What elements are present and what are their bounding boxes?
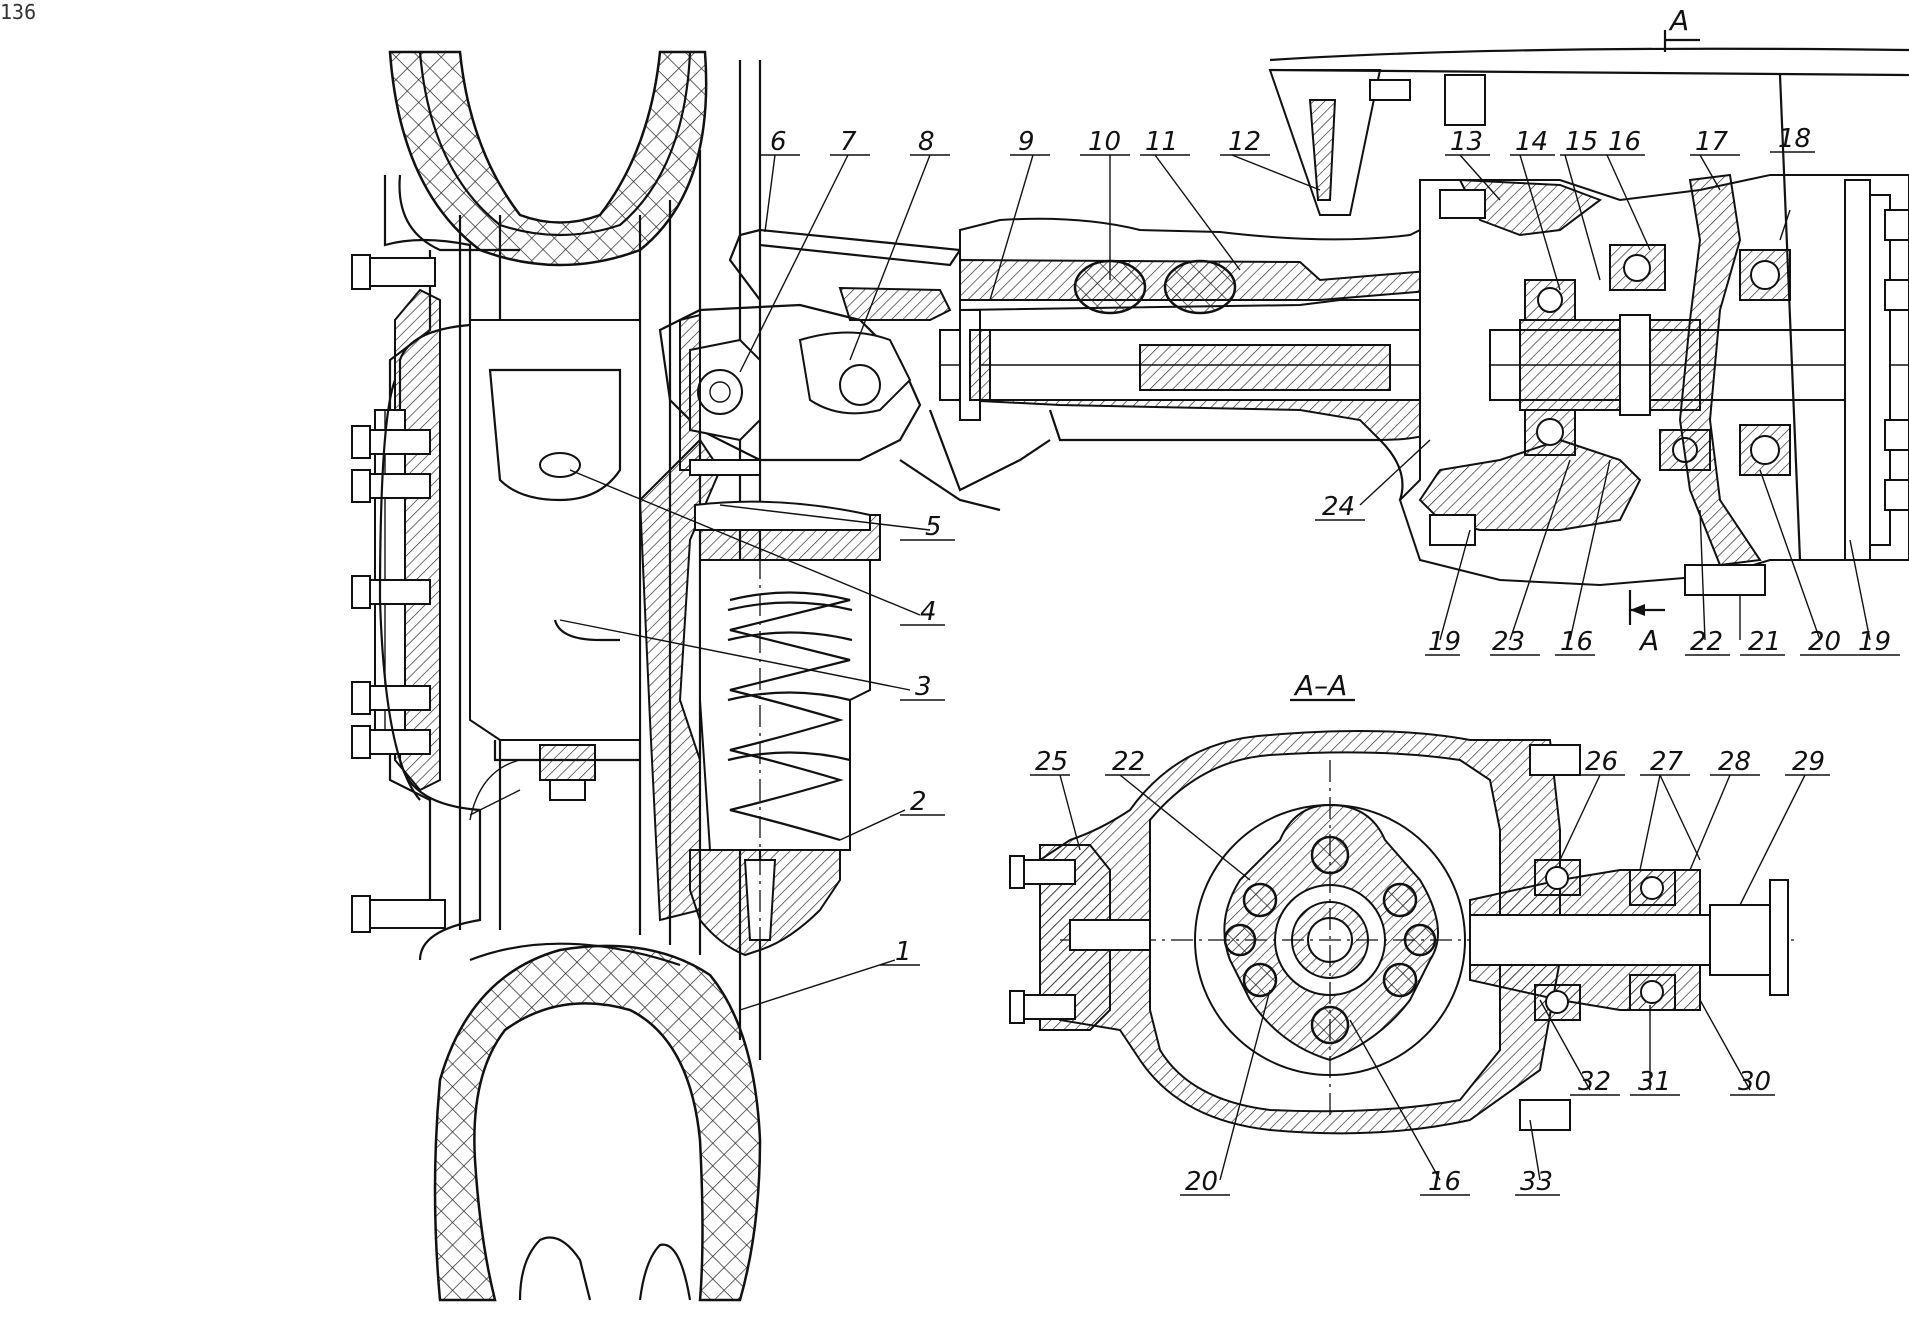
callout-22-section: 22 xyxy=(1112,747,1145,777)
callout-9: 9 xyxy=(1018,127,1035,157)
callout-15: 15 xyxy=(1565,127,1598,157)
callout-23: 23 xyxy=(1492,627,1525,657)
callout-17: 17 xyxy=(1695,127,1729,157)
wheel-hub xyxy=(351,60,762,1060)
callout-22: 22 xyxy=(1690,627,1723,657)
callout-20: 20 xyxy=(1808,627,1841,657)
callout-16b: 16 xyxy=(1560,627,1593,657)
hub-bolts xyxy=(351,254,446,933)
callout-16: 16 xyxy=(1608,127,1641,157)
callout-6: 6 xyxy=(770,127,787,157)
callout-31: 31 xyxy=(1638,1067,1671,1097)
callout-16-section: 16 xyxy=(1428,1167,1461,1197)
callout-29: 29 xyxy=(1792,747,1825,777)
callout-3: 3 xyxy=(915,672,932,702)
cv-joint xyxy=(658,228,1051,512)
callout-18: 18 xyxy=(1778,124,1811,154)
callout-4: 4 xyxy=(920,597,937,627)
section-mark-bottom: А xyxy=(1638,624,1659,657)
callout-33: 33 xyxy=(1520,1167,1553,1197)
callout-24: 24 xyxy=(1322,492,1355,522)
callout-25: 25 xyxy=(1035,747,1068,777)
section-a-a-view: А–А xyxy=(1009,669,1800,1135)
section-mark-top: А xyxy=(1668,4,1689,37)
callout-26: 26 xyxy=(1585,747,1618,777)
callout-13: 13 xyxy=(1450,127,1483,157)
callout-5: 5 xyxy=(925,512,942,542)
tire xyxy=(388,50,762,1302)
flange-bolts xyxy=(1884,209,1909,511)
gear-pins xyxy=(1223,835,1437,1045)
callout-10: 10 xyxy=(1088,127,1121,157)
callout-19b: 19 xyxy=(1858,627,1891,657)
callout-27: 27 xyxy=(1650,747,1684,777)
section-marks: А А xyxy=(1628,4,1700,657)
callout-32: 32 xyxy=(1578,1067,1611,1097)
callout-21: 21 xyxy=(1748,627,1781,657)
callout-2: 2 xyxy=(910,787,927,817)
callout-30: 30 xyxy=(1738,1067,1771,1097)
callout-1: 1 xyxy=(895,937,912,967)
callout-11: 11 xyxy=(1145,127,1178,157)
leader-lines xyxy=(559,151,1900,1196)
page-number: 136 xyxy=(0,0,37,24)
axle-tube xyxy=(939,47,1909,521)
callout-28: 28 xyxy=(1718,747,1751,777)
callout-8: 8 xyxy=(918,127,935,157)
callout-14: 14 xyxy=(1515,127,1548,157)
section-bearings xyxy=(1534,859,1676,1021)
callout-7: 7 xyxy=(840,127,857,157)
callout-20-section: 20 xyxy=(1185,1167,1218,1197)
spring-coils xyxy=(727,591,853,842)
section-title: А–А xyxy=(1293,669,1347,702)
callout-19a: 19 xyxy=(1428,627,1461,657)
callout-12: 12 xyxy=(1228,127,1261,157)
section-bolts-left xyxy=(1009,855,1076,1024)
callout-labels: 6 7 8 9 10 11 12 13 14 15 16 17 18 5 4 3… xyxy=(770,124,1891,1197)
suspension-spring xyxy=(638,438,881,960)
